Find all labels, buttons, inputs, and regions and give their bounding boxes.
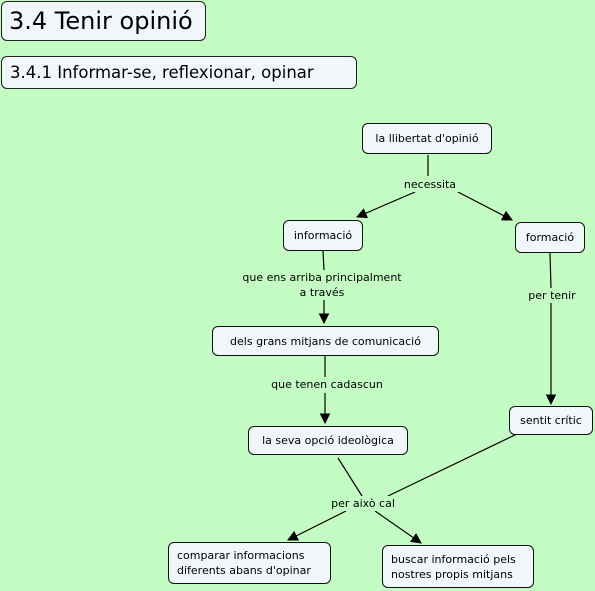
arrow-to-comparar xyxy=(287,510,347,541)
arrow-to-formacio xyxy=(457,191,513,221)
concept-node-buscar[interactable]: buscar informació pels nostres propis mi… xyxy=(382,545,534,588)
concept-node-formacio[interactable]: formació xyxy=(515,222,585,253)
concept-node-grans-mitjans[interactable]: dels grans mitjans de comunicació xyxy=(212,326,439,356)
link-label-arriba: que ens arriba principalment a través xyxy=(228,270,416,300)
concept-node-opcio-ideologica[interactable]: la seva opció ideològica xyxy=(248,426,408,455)
link-label-necessita: necessita xyxy=(398,177,462,192)
section-subtitle: 3.4.1 Informar-se, reflexionar, opinar xyxy=(1,56,357,89)
line-formacio-per-tenir xyxy=(549,252,552,289)
link-label-per-tenir: per tenir xyxy=(521,288,583,303)
arrow-to-buscar xyxy=(374,510,422,544)
link-label-cadascun: que tenen cadascun xyxy=(264,377,390,392)
line-opcio-per-aixo xyxy=(337,457,363,497)
page-title: 3.4 Tenir opinió xyxy=(1,1,206,41)
concept-node-informacio[interactable]: informació xyxy=(283,220,363,251)
link-label-per-aixo: per això cal xyxy=(324,496,402,511)
concept-node-llibertat-opinio[interactable]: la llibertat d'opinió xyxy=(362,123,492,154)
line-sentit-per-aixo xyxy=(387,432,520,497)
arrow-to-informacio xyxy=(356,191,416,219)
line-informacio-arriba xyxy=(322,250,325,271)
concept-node-sentit-critic[interactable]: sentit crític xyxy=(509,406,593,435)
concept-node-comparar[interactable]: comparar informacions diferents abans d'… xyxy=(168,542,331,584)
